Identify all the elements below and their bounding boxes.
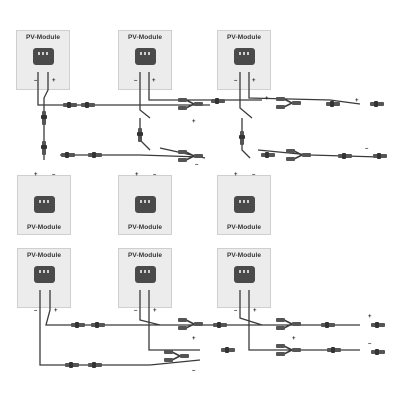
pv-module-r2c2: PV-Module [118,175,172,235]
minus-label: – [134,308,138,314]
junction-box [135,48,156,65]
module-label: PV-Module [226,224,262,231]
junction-box [234,196,255,213]
module-label: PV-Module [26,224,62,231]
plus-label: + [34,172,38,178]
module-label: PV-Module [25,34,61,41]
module-label: PV-Module [127,34,163,41]
minus-label: – [195,162,199,168]
minus-label: – [252,172,256,178]
row1-connectors [41,96,387,163]
junction-box [234,266,255,283]
plus-label: + [192,119,196,125]
minus-label: – [153,172,157,178]
pv-module-r1c3: PV-Module [217,30,271,90]
minus-label: – [234,78,238,84]
plus-label: + [355,98,359,104]
junction-box [135,196,156,213]
row3-wiring [39,290,360,366]
minus-label: – [34,308,38,314]
pv-module-r1c1: PV-Module [16,30,70,90]
polarity-labels: – + – + – + + + + + – + – + – – – – + – … [34,78,372,374]
junction-box [33,48,54,65]
junction-box [34,196,55,213]
minus-label: – [365,146,369,152]
pv-module-r2c1: PV-Module [17,175,71,235]
plus-label: + [252,78,256,84]
plus-label: + [253,308,257,314]
module-label: PV-Module [226,34,262,41]
pv-module-r1c2: PV-Module [118,30,172,90]
pv-module-r2c3: PV-Module [217,175,271,235]
row1-wiring [37,72,381,160]
minus-label: – [368,341,372,347]
plus-label: + [368,314,372,320]
plus-label: + [135,172,139,178]
minus-label: – [34,78,38,84]
module-label: PV-Module [127,252,163,259]
module-label: PV-Module [127,224,163,231]
junction-box [135,266,156,283]
plus-label: + [52,78,56,84]
junction-box [234,48,255,65]
minus-label: – [192,368,196,374]
minus-label: – [52,172,56,178]
minus-label: – [234,308,238,314]
plus-label: + [152,78,156,84]
pv-module-r3c3: PV-Module [217,248,271,308]
junction-box [34,266,55,283]
pv-module-r3c1: PV-Module [17,248,71,308]
module-label: PV-Module [26,252,62,259]
plus-label: + [265,96,269,102]
minus-label: – [134,78,138,84]
plus-label: + [153,308,157,314]
plus-label: + [192,336,196,342]
pv-module-r3c2: PV-Module [118,248,172,308]
plus-label: + [234,172,238,178]
module-label: PV-Module [226,252,262,259]
plus-label: + [292,336,296,342]
plus-label: + [54,308,58,314]
